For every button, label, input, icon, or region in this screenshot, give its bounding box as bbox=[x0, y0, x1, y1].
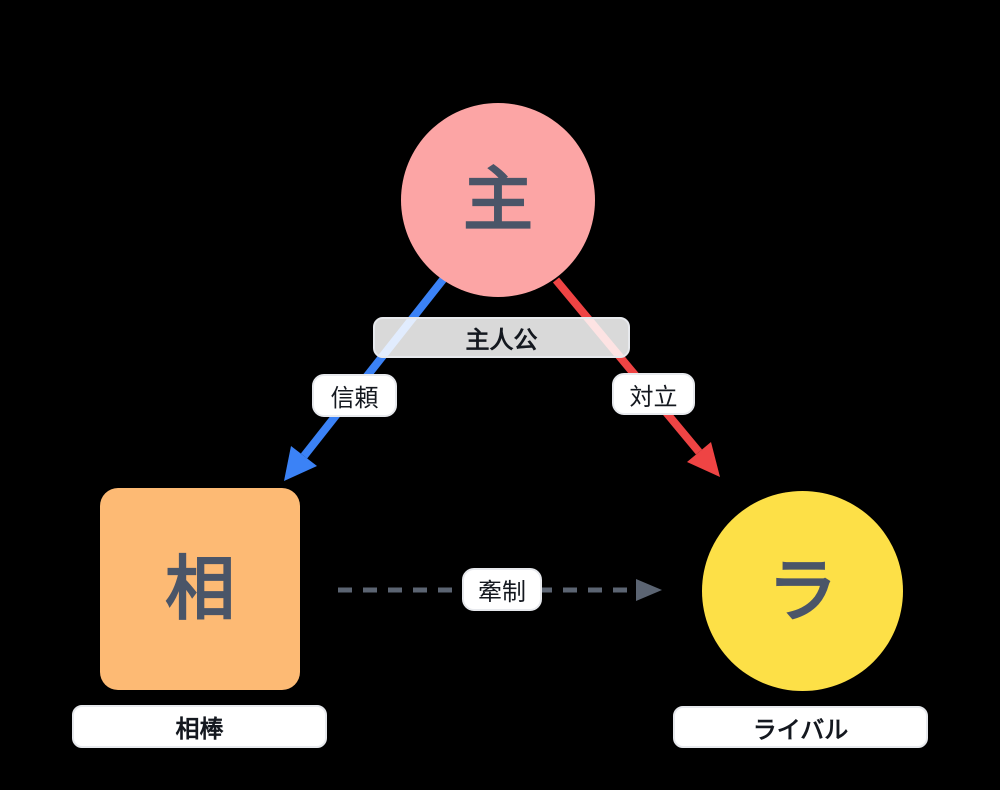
node-partner-char: 相 bbox=[165, 550, 235, 628]
trust-edge-label: 信頼 bbox=[312, 374, 397, 417]
node-protagonist-label: 主人公 bbox=[373, 317, 630, 358]
node-partner-label: 相棒 bbox=[72, 705, 327, 748]
conflict-arrowhead-icon bbox=[687, 442, 720, 477]
restraint-edge-label: 牽制 bbox=[462, 568, 542, 611]
node-protagonist-char: 主 bbox=[463, 161, 533, 239]
restraint-arrowhead-icon bbox=[636, 579, 662, 601]
trust-arrow-line bbox=[300, 274, 449, 459]
conflict-arrow-line bbox=[552, 277, 703, 455]
node-rival-label: ライバル bbox=[673, 706, 928, 748]
node-protagonist: 主 bbox=[401, 103, 595, 297]
node-partner: 相 bbox=[100, 488, 300, 690]
node-rival: ラ bbox=[702, 491, 903, 691]
node-rival-char: ラ bbox=[767, 552, 838, 630]
trust-arrowhead-icon bbox=[284, 446, 317, 481]
conflict-edge-label: 対立 bbox=[612, 373, 695, 415]
